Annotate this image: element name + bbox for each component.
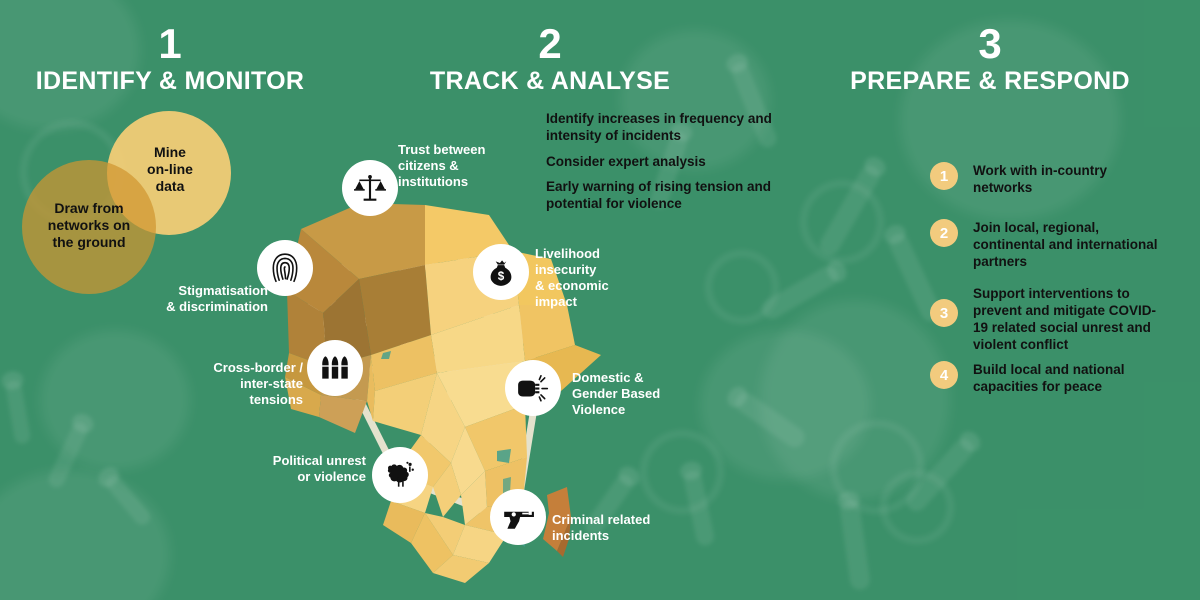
svg-text:$: $ (498, 270, 505, 283)
node-political-unrest-icon-circle[interactable] (372, 447, 428, 503)
analyse-item-2: Consider expert analysis (546, 154, 706, 169)
node-label-crossborder: Cross-border / inter-state tensions (213, 360, 303, 407)
section-header-3: 3 PREPARE & RESPOND (840, 22, 1140, 96)
node-label-criminal: Criminal related incidents (552, 512, 651, 543)
handgun-icon (504, 511, 534, 529)
node-label-political-unrest: Political unrest or violence (272, 453, 366, 484)
fist-strike-icon (518, 374, 549, 402)
protest-crowd-icon (387, 461, 414, 487)
section-title-2: TRACK & ANALYSE (429, 67, 671, 95)
money-bag-icon: $ (490, 260, 512, 286)
section-title-3: PREPARE & RESPOND (850, 67, 1130, 95)
node-livelihood-icon-circle[interactable]: $ (473, 244, 529, 300)
venn-label-ground-networks: Draw from networks on the ground (47, 200, 131, 250)
respond-row-3[interactable]: 3 Support interventions to prevent and m… (930, 285, 1163, 353)
analyse-item-3: Early warning of rising tension and pote… (546, 179, 772, 211)
node-label-trust: Trust between citizens & institutions (398, 142, 486, 189)
respond-row-4[interactable]: 4 Build local and national capacities fo… (930, 361, 1163, 395)
node-label-stigmatisation: Stigmatisation & discrimination (166, 283, 268, 314)
respond-row-2[interactable]: 2 Join local, regional, continental and … (930, 219, 1163, 270)
respond-text-2: Join local, regional, continental and in… (973, 220, 1158, 269)
node-gbv-icon-circle[interactable] (505, 360, 561, 416)
respond-badge-2: 2 (930, 219, 958, 247)
node-trust-icon-circle[interactable] (342, 160, 398, 216)
section-number-2: 2 (538, 20, 562, 67)
fingerprint-icon (272, 253, 298, 283)
venn-label-online-data: Mine on-line data (147, 144, 193, 194)
respond-text-3: Support interventions to prevent and mit… (973, 286, 1157, 352)
section-title-1: IDENTIFY & MONITOR (35, 67, 305, 95)
respond-text-1: Work with in-country networks (973, 163, 1107, 195)
respond-badge-4: 4 (930, 361, 958, 389)
scales-icon (354, 174, 386, 201)
venn-circle-ground-networks (22, 160, 156, 294)
node-crossborder-icon-circle[interactable] (307, 340, 363, 396)
section-header-1: 1 IDENTIFY & MONITOR (20, 22, 320, 96)
analyse-item-1: Identify increases in frequency and inte… (546, 111, 772, 143)
respond-text-4: Build local and national capacities for … (973, 362, 1125, 394)
respond-row-1[interactable]: 1 Work with in-country networks (930, 162, 1163, 196)
bullets-icon (321, 356, 349, 379)
node-label-gbv: Domestic & Gender Based Violence (572, 370, 661, 417)
section-header-2: 2 TRACK & ANALYSE (400, 22, 700, 96)
respond-badge-3: 3 (930, 299, 958, 327)
node-stigmatisation-icon-circle[interactable] (257, 240, 313, 296)
node-criminal-icon-circle[interactable] (490, 489, 546, 545)
section-number-3: 3 (978, 20, 1002, 67)
respond-badge-1: 1 (930, 162, 958, 190)
section-number-1: 1 (158, 20, 182, 67)
node-label-livelihood: Livelihood insecurity & economic impact (535, 246, 609, 309)
